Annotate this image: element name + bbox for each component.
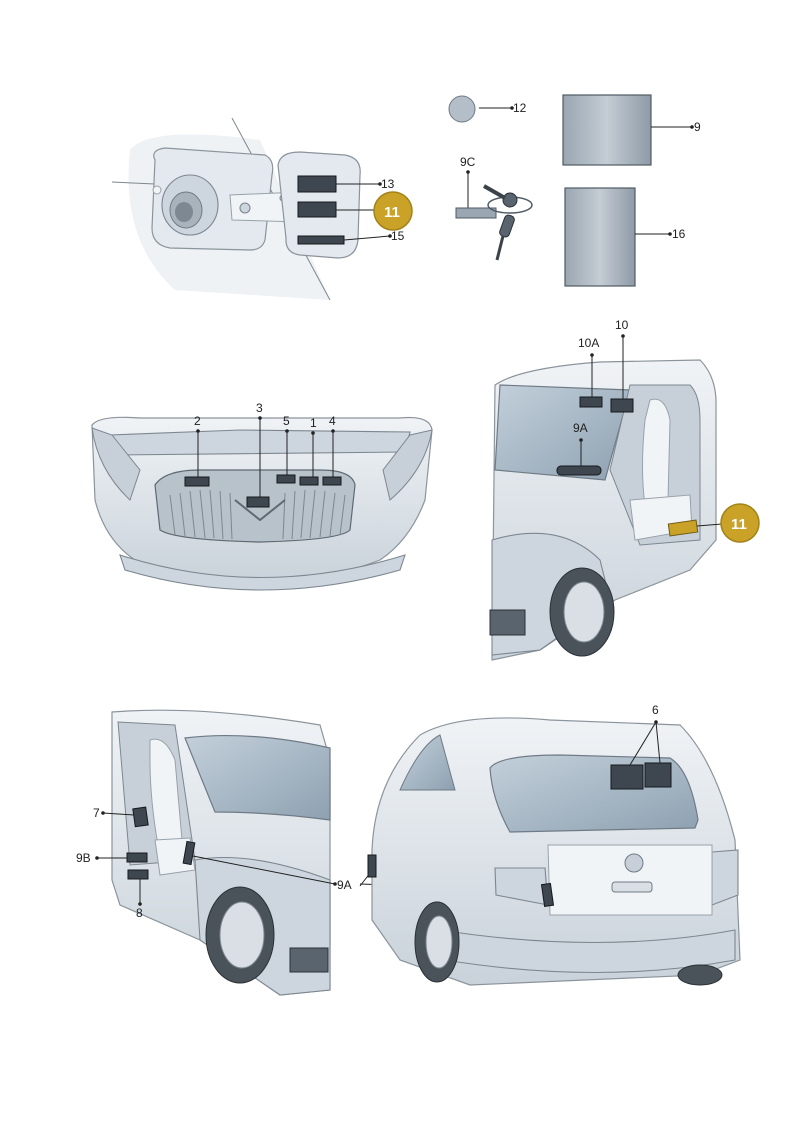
label-15: 15 bbox=[391, 229, 405, 243]
label-3: 3 bbox=[256, 401, 263, 415]
sticker-10 bbox=[610, 398, 634, 413]
badge-11-top-label: 11 bbox=[384, 204, 400, 221]
part-9-plate bbox=[562, 94, 652, 166]
label-8: 8 bbox=[136, 906, 143, 920]
badge-11-door bbox=[720, 503, 760, 543]
part-9c-tag bbox=[455, 207, 497, 219]
sticker-5 bbox=[276, 474, 296, 484]
sticker-13 bbox=[297, 175, 337, 193]
label-9a-bottom: 9A bbox=[337, 878, 352, 892]
label-9: 9 bbox=[694, 120, 701, 134]
label-9b: 9B bbox=[76, 851, 91, 865]
car-left-door-panel: 7 9B 8 bbox=[76, 709, 331, 996]
sticker-11-door bbox=[667, 519, 699, 537]
label-12: 12 bbox=[513, 101, 527, 115]
sticker-9a-rear-side bbox=[367, 854, 377, 878]
part-16-plate bbox=[564, 187, 636, 287]
key-icon bbox=[483, 184, 533, 261]
sticker-6a bbox=[610, 764, 644, 790]
sticker-11-flap bbox=[297, 201, 337, 218]
label-2: 2 bbox=[194, 414, 201, 428]
label-9c: 9C bbox=[460, 155, 476, 169]
label-16: 16 bbox=[672, 227, 686, 241]
label-1: 1 bbox=[310, 416, 317, 430]
badge-11-top bbox=[373, 191, 413, 231]
car-rear-panel: 6 bbox=[367, 703, 741, 986]
label-13: 13 bbox=[381, 177, 395, 191]
sticker-15 bbox=[297, 235, 345, 245]
fuel-flap-panel: 13 15 11 bbox=[111, 117, 413, 301]
front-bumper-panel: 2 3 5 1 4 bbox=[91, 401, 433, 591]
label-7: 7 bbox=[93, 806, 100, 820]
badge-11-door-label: 11 bbox=[731, 516, 747, 533]
label-5: 5 bbox=[283, 414, 290, 428]
sticker-9a-windshield bbox=[556, 465, 602, 476]
sticker-4 bbox=[322, 476, 342, 486]
car-front-door-panel: 10A 10 9A 11 bbox=[489, 318, 760, 661]
label-4: 4 bbox=[329, 414, 336, 428]
label-6: 6 bbox=[652, 703, 659, 717]
label-9a-windshield: 9A bbox=[573, 421, 588, 435]
small-parts-panel: 12 9 16 9C bbox=[448, 94, 701, 287]
sticker-9a-pillar bbox=[182, 840, 196, 866]
label-10: 10 bbox=[615, 318, 629, 332]
label-10a: 10A bbox=[578, 336, 599, 350]
sticker-1 bbox=[299, 476, 319, 486]
sticker-9a-rear-light bbox=[540, 882, 555, 908]
part-12-disc bbox=[448, 95, 476, 123]
sticker-3 bbox=[246, 496, 270, 508]
sticker-7 bbox=[132, 806, 149, 828]
sticker-9b bbox=[126, 852, 148, 863]
sticker-10a bbox=[579, 396, 603, 408]
sticker-2 bbox=[184, 476, 210, 487]
sticker-6b bbox=[644, 762, 672, 788]
sticker-8 bbox=[127, 869, 149, 880]
